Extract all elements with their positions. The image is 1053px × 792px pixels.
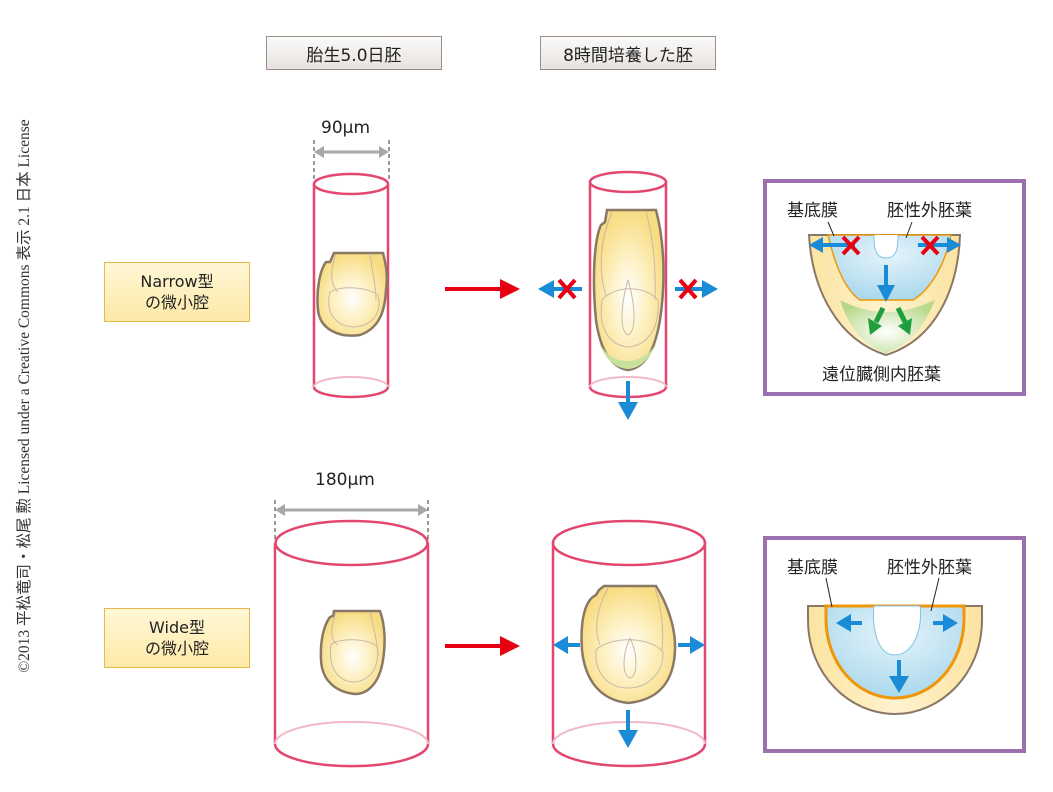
narrow-red-arrow bbox=[445, 279, 520, 299]
header-cultured-8h: 8時間培養した胚 bbox=[540, 36, 716, 70]
wide-width-label: 180μm bbox=[315, 470, 375, 490]
narrow-cylinder-8h bbox=[588, 170, 668, 399]
inset-down-arrow bbox=[877, 265, 895, 302]
wide-type-line1: Wide型 bbox=[149, 618, 205, 637]
header-embryo-e5: 胎生5.0日胚 bbox=[266, 36, 442, 70]
wide-dimension-arrow bbox=[274, 500, 429, 540]
wide-inset-right-arrow bbox=[933, 614, 958, 632]
wide-right-arrow bbox=[678, 636, 705, 654]
wide-embryo-e5 bbox=[319, 609, 386, 696]
narrow-inset-basement-membrane-label: 基底膜 bbox=[787, 201, 838, 221]
wide-type-line2: の微小腔 bbox=[144, 639, 209, 658]
narrow-right-arrow-blocked bbox=[675, 278, 718, 300]
narrow-inset-panel bbox=[763, 179, 1026, 396]
narrow-embryo-e5 bbox=[316, 251, 389, 337]
wide-left-arrow bbox=[553, 636, 580, 654]
narrow-dimension-arrow bbox=[313, 140, 390, 180]
narrow-inset-dve-label: 遠位臓側内胚葉 bbox=[822, 365, 941, 385]
narrow-type-line1: Narrow型 bbox=[140, 272, 214, 291]
wide-red-arrow bbox=[445, 636, 520, 656]
narrow-type-line2: の微小腔 bbox=[144, 293, 209, 312]
narrow-down-arrow bbox=[618, 381, 638, 420]
narrow-embryo-8h bbox=[592, 208, 665, 372]
wide-inset-embryonic-ectoderm-label: 胚性外胚葉 bbox=[887, 558, 972, 578]
wide-inset-basement-membrane-label: 基底膜 bbox=[787, 558, 838, 578]
narrow-left-arrow-blocked bbox=[538, 278, 582, 300]
wide-inset-left-arrow bbox=[836, 614, 862, 632]
inset-right-arrow-blocked bbox=[918, 235, 961, 256]
wide-down-arrow bbox=[618, 710, 638, 748]
narrow-width-label: 90μm bbox=[321, 118, 371, 138]
wide-inset-down-arrow bbox=[889, 660, 909, 693]
wide-embryo-8h bbox=[580, 584, 677, 705]
wide-inset-panel bbox=[763, 536, 1026, 753]
narrow-type-label: Narrow型 の微小腔 bbox=[104, 262, 250, 322]
inset-left-arrow-blocked bbox=[809, 235, 861, 256]
narrow-inset-embryonic-ectoderm-label: 胚性外胚葉 bbox=[887, 201, 972, 221]
narrow-cylinder-e5 bbox=[312, 172, 390, 399]
wide-cylinder-e5 bbox=[273, 519, 430, 768]
wide-type-label: Wide型 の微小腔 bbox=[104, 608, 250, 668]
inset-green-arrows bbox=[868, 306, 912, 335]
